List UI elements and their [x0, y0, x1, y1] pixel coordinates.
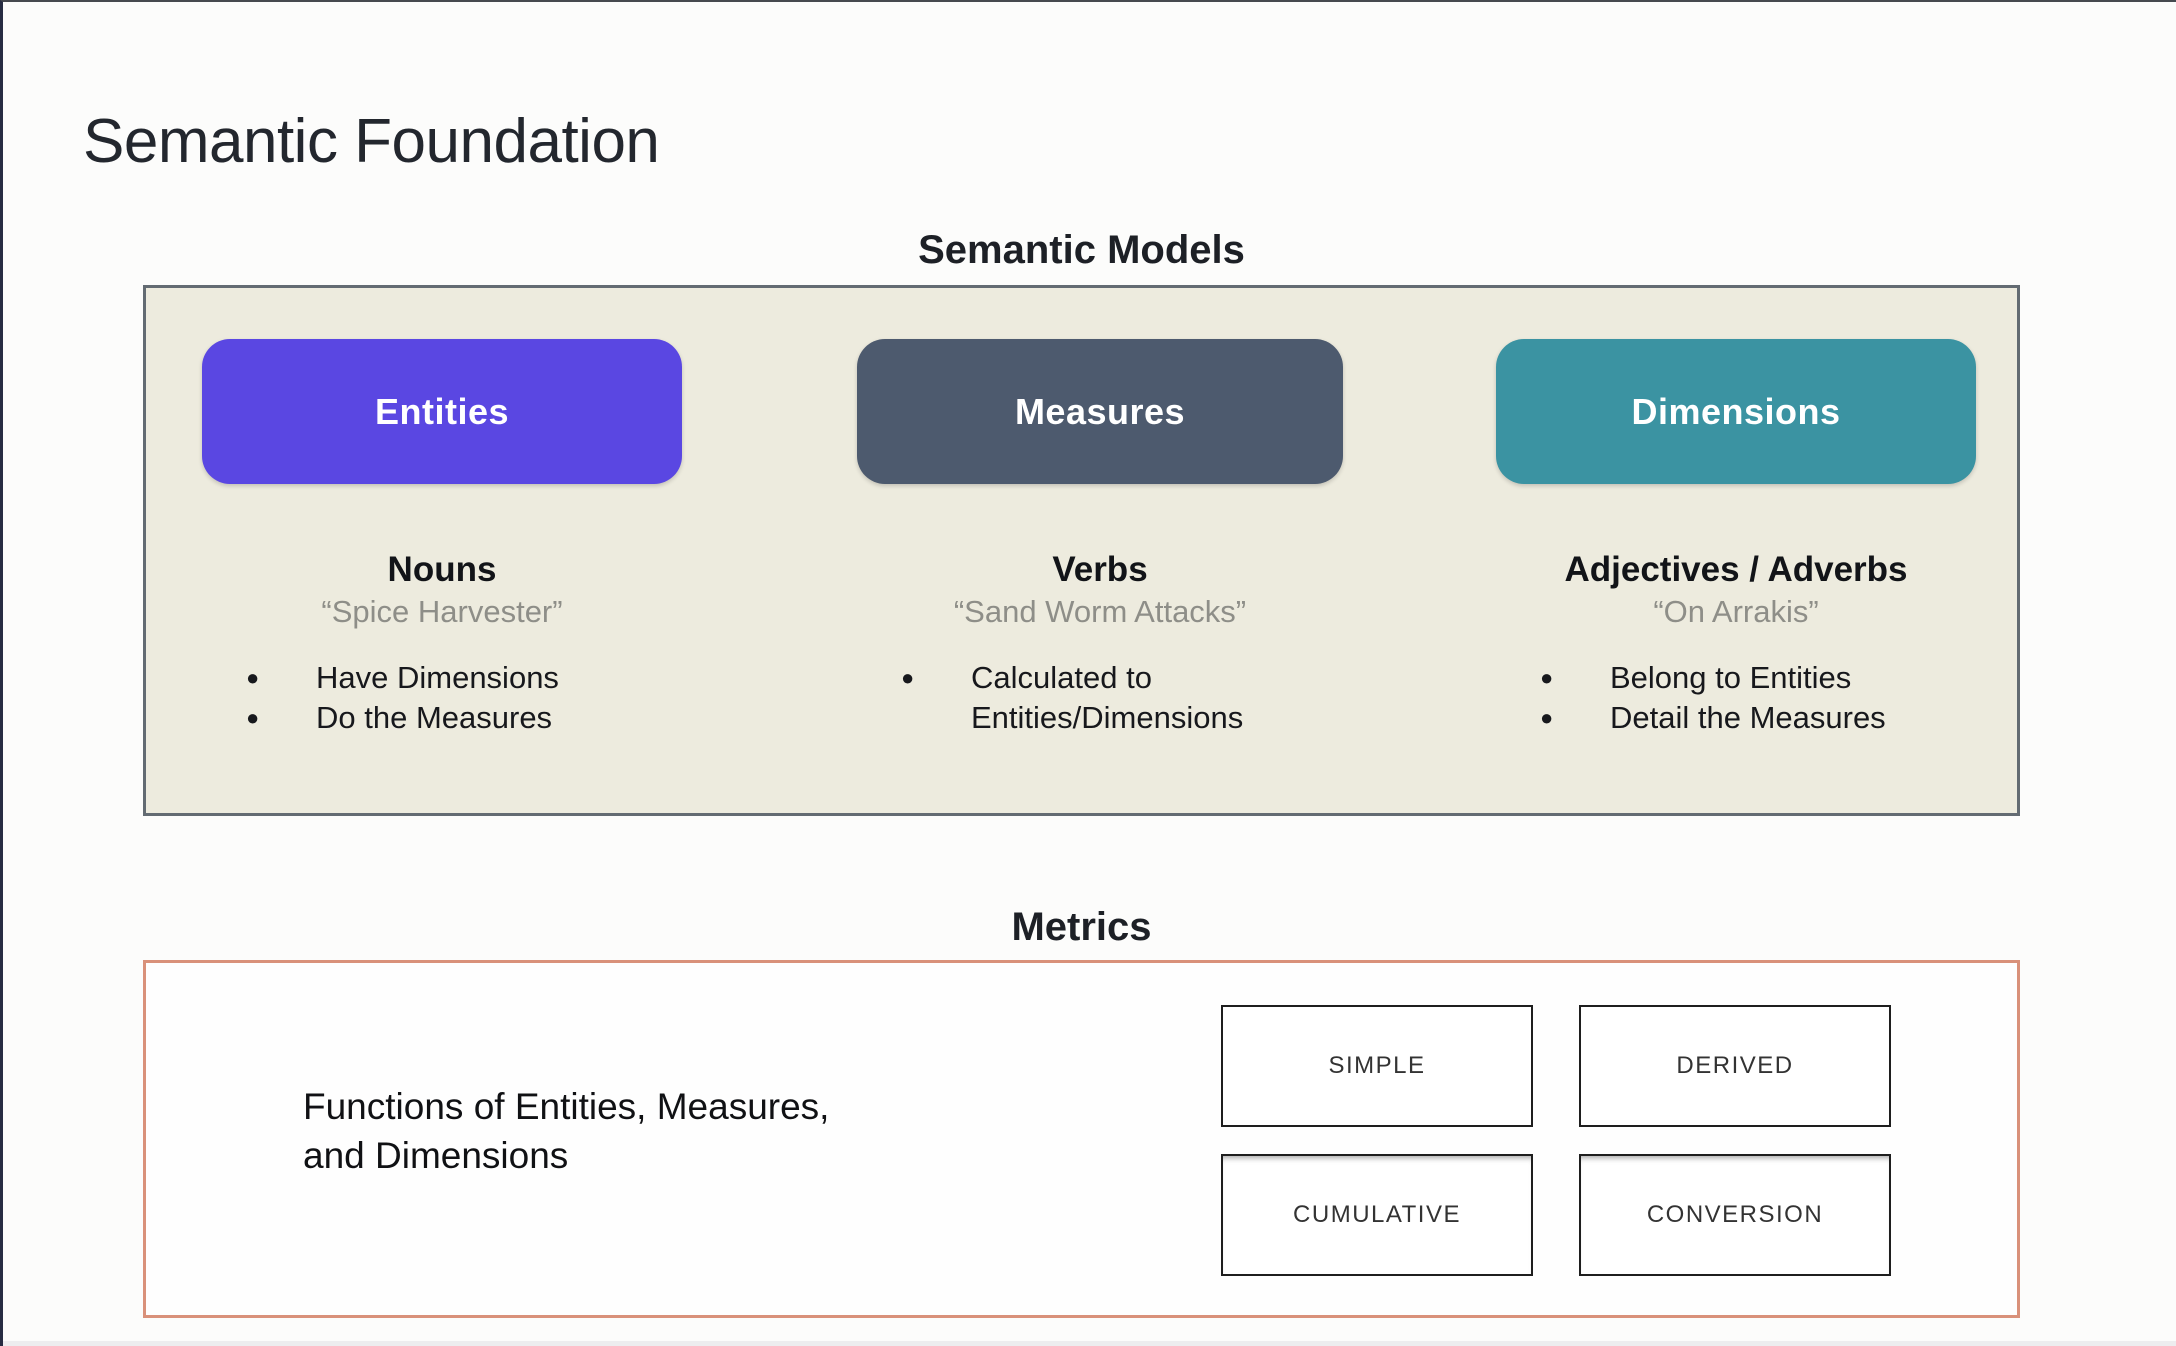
bullet-item: Belong to Entities — [1540, 658, 1976, 698]
model-pill-dimensions: Dimensions — [1496, 339, 1976, 484]
bullet-item: Calculated to Entities/Dimensions — [901, 658, 1343, 738]
metric-type-derived: DERIVED — [1579, 1005, 1891, 1127]
metric-type-conversion: CONVERSION — [1579, 1154, 1891, 1276]
model-bullet-list: Belong to EntitiesDetail the Measures — [1496, 658, 1976, 738]
metrics-panel: Functions of Entities, Measures, and Dim… — [143, 960, 2020, 1318]
metrics-description: Functions of Entities, Measures, and Dim… — [303, 1086, 830, 1176]
model-example-label: “On Arrakis” — [1653, 594, 1819, 629]
model-column-measures: Measures Verbs “Sand Worm Attacks” Calcu… — [857, 339, 1343, 738]
window-bottom-edge — [3, 1341, 2176, 1346]
model-column-dimensions: Dimensions Adjectives / Adverbs “On Arra… — [1496, 339, 1976, 738]
model-role-label: Nouns — [387, 550, 497, 589]
model-pill-measures: Measures — [857, 339, 1343, 484]
model-column-entities: Entities Nouns “Spice Harvester” Have Di… — [202, 339, 682, 738]
model-role-label: Verbs — [1052, 550, 1148, 589]
metric-type-simple: SIMPLE — [1221, 1005, 1533, 1127]
bullet-item: Have Dimensions — [246, 658, 682, 698]
model-pill-entities: Entities — [202, 339, 682, 484]
bullet-item: Do the Measures — [246, 698, 682, 738]
model-example-label: “Sand Worm Attacks” — [953, 594, 1247, 629]
model-example-label: “Spice Harvester” — [321, 594, 563, 629]
model-role-label: Adjectives / Adverbs — [1564, 550, 1908, 589]
metric-type-cumulative: CUMULATIVE — [1221, 1154, 1533, 1276]
model-bullet-list: Calculated to Entities/Dimensions — [857, 658, 1343, 738]
metric-types-grid: SIMPLE DERIVED CUMULATIVE CONVERSION — [1221, 1005, 1891, 1276]
semantic-models-heading: Semantic Models — [918, 228, 1245, 272]
metrics-heading: Metrics — [1011, 905, 1152, 949]
model-bullet-list: Have DimensionsDo the Measures — [202, 658, 682, 738]
page-title: Semantic Foundation — [83, 106, 660, 176]
semantic-models-panel: Entities Nouns “Spice Harvester” Have Di… — [143, 285, 2020, 816]
bullet-item: Detail the Measures — [1540, 698, 1976, 738]
